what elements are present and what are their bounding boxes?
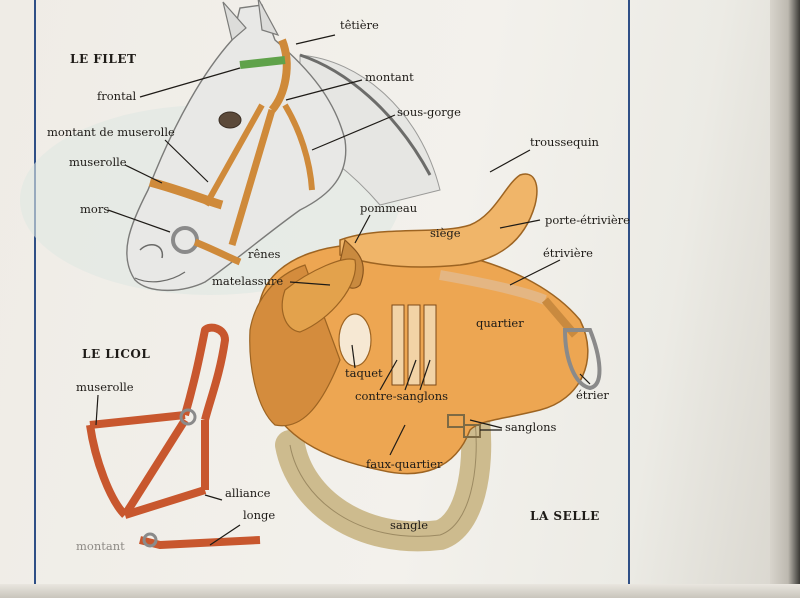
label-siege: siège <box>430 226 461 240</box>
label-sanglons: sanglons <box>505 420 557 434</box>
label-muserolle-bride: muserolle <box>69 155 127 169</box>
label-contre-sanglons: contre-sanglons <box>355 389 449 403</box>
label-quartier: quartier <box>476 316 524 330</box>
label-etrier: étrier <box>576 388 609 402</box>
title-selle: LA SELLE <box>530 509 600 523</box>
label-montant-de-muserolle: montant de muserolle <box>47 125 175 139</box>
label-frontal: frontal <box>97 89 137 103</box>
page-edge <box>770 0 800 598</box>
label-troussequin: troussequin <box>530 135 599 149</box>
illustration-frame <box>34 0 630 598</box>
page-bottom-edge <box>0 584 800 598</box>
horse-head <box>20 0 441 295</box>
label-faux-quartier: faux-quartier <box>366 457 443 471</box>
label-alliance: alliance <box>225 486 271 500</box>
label-etriviere: étrivière <box>543 246 593 260</box>
halter <box>86 323 261 549</box>
label-muserolle-licol: muserolle <box>76 380 134 394</box>
leader-lines <box>95 34 591 546</box>
label-tetiere: têtière <box>340 18 379 32</box>
title-filet: LE FILET <box>70 52 137 66</box>
label-renes: rênes <box>248 247 281 261</box>
saddle <box>249 173 602 552</box>
label-mors: mors <box>80 202 110 216</box>
label-sous-gorge: sous-gorge <box>397 105 461 119</box>
label-longe: longe <box>243 508 276 522</box>
label-montant-licol: montant <box>76 539 125 553</box>
title-licol: LE LICOL <box>82 347 151 361</box>
label-taquet: taquet <box>345 366 383 380</box>
label-matelassure: matelassure <box>212 274 284 288</box>
label-pommeau: pommeau <box>360 201 418 215</box>
label-sangle: sangle <box>390 518 429 532</box>
label-montant: montant <box>365 70 414 84</box>
label-porte-etriviere: porte-étrivière <box>545 213 630 227</box>
